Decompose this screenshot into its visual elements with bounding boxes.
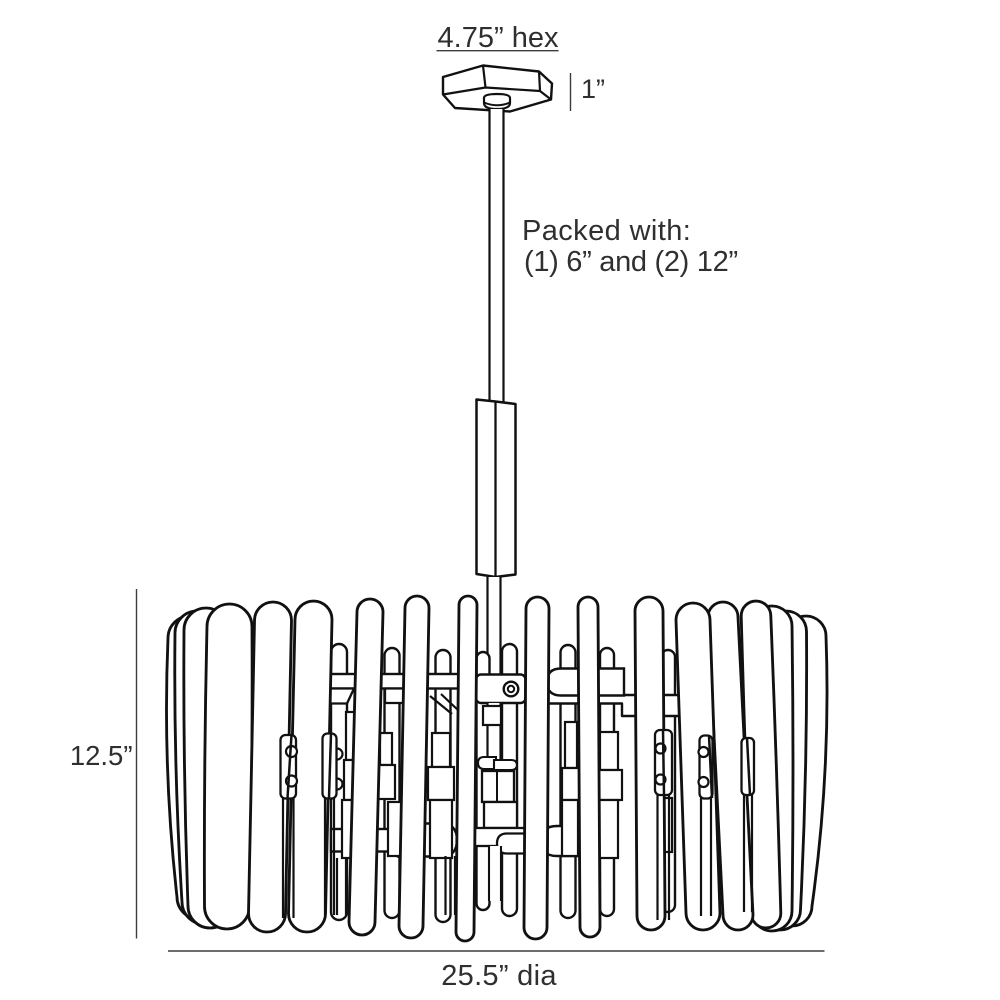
svg-text:12.5”: 12.5” [70,740,133,771]
svg-text:4.75” hex: 4.75” hex [438,22,559,54]
svg-text:(1) 6” and (2) 12”: (1) 6” and (2) 12” [524,246,738,278]
svg-text:Packed with:: Packed with: [522,215,691,247]
svg-text:25.5” dia: 25.5” dia [441,960,557,992]
svg-text:1”: 1” [581,74,605,104]
